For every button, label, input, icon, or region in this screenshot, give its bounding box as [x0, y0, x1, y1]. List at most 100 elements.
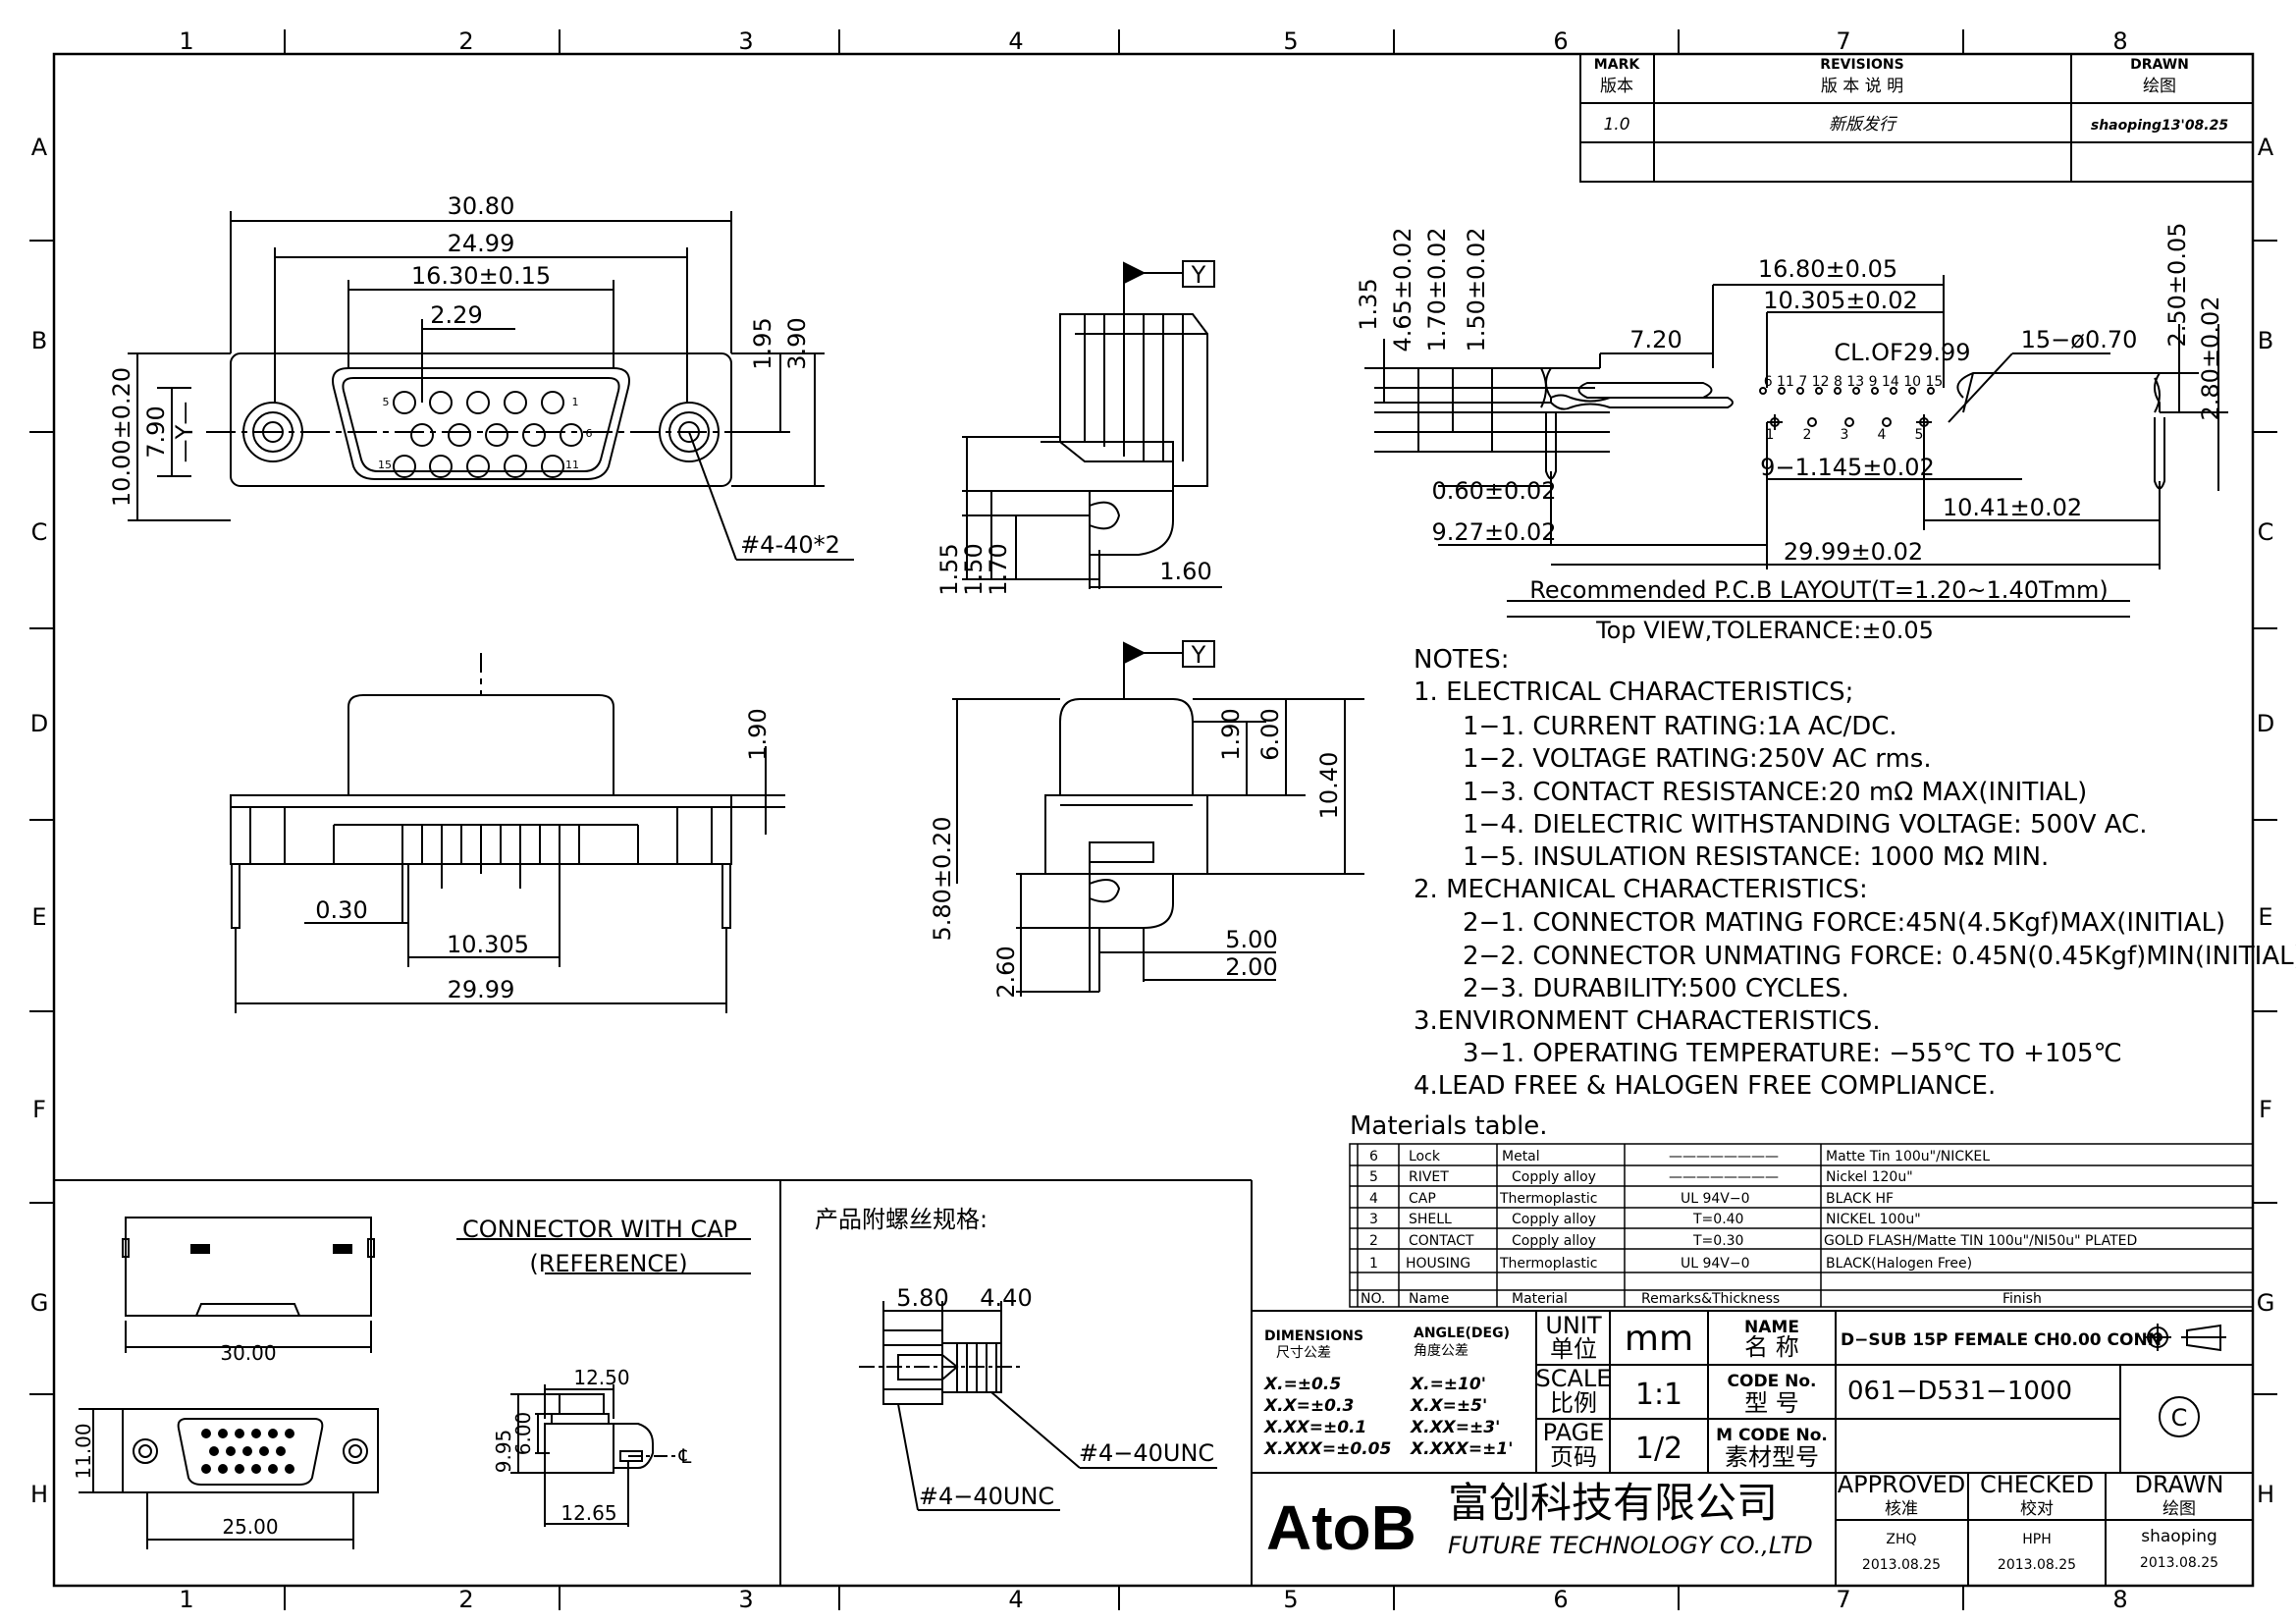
mat-cell: GOLD FLASH/Matte TIN 100u"/NI50u" PLATED [1824, 1233, 2137, 1249]
dim-label: 12.65 [561, 1501, 616, 1525]
revision-description: 新版发行 [1829, 115, 1898, 135]
drawn-label-cn: 绘图 [2143, 77, 2176, 96]
col-label: 7 [1836, 1586, 1850, 1613]
company-name-cn: 富创科技有限公司 [1448, 1479, 1778, 1527]
tolerance-angle: X.X=±5' [1410, 1396, 1487, 1416]
mat-cell: Nickel 120u" [1826, 1169, 1913, 1185]
mat-cell: Matte Tin 100u"/NICKEL [1826, 1149, 1990, 1164]
datum-label: —Y— [171, 402, 198, 463]
dim-label: 2.00 [1225, 953, 1277, 981]
page-label-cn: 页码 [1550, 1443, 1597, 1471]
mat-cell: HOUSING [1406, 1256, 1470, 1272]
mat-cell: NICKEL 100u" [1826, 1212, 1921, 1227]
cap-subtitle: (REFERENCE) [529, 1250, 687, 1277]
col-label: 7 [1836, 27, 1850, 55]
row-label: D [2257, 710, 2274, 737]
mcode-label-cn: 素材型号 [1725, 1443, 1819, 1471]
dim-label: 1.35 [1355, 278, 1382, 330]
dim-label: 7.90 [142, 406, 170, 458]
dim-label: 10.00±0.20 [108, 367, 135, 507]
col-label: 2 [458, 1586, 473, 1613]
mat-cell: 4 [1369, 1191, 1378, 1207]
note-line: 2. MECHANICAL CHARACTERISTICS: [1414, 875, 1868, 904]
centerline-symbol: ℄ [678, 1444, 692, 1468]
mat-cell: ———————— [1669, 1169, 1779, 1185]
drawn-label: DRAWN [2135, 1471, 2224, 1498]
pin-number: 6 [586, 427, 593, 440]
dim-label: 5.00 [1225, 926, 1277, 953]
dim-label: 25.00 [222, 1515, 278, 1539]
angle-label-cn: 角度公差 [1414, 1343, 1468, 1359]
unit-value: mm [1625, 1319, 1693, 1359]
mat-cell: Thermoplastic [1499, 1256, 1597, 1272]
mat-cell: BLACK HF [1826, 1191, 1894, 1207]
dim-label: 24.99 [448, 230, 515, 257]
row-label: E [2258, 903, 2272, 931]
mat-cell: CONTACT [1409, 1233, 1474, 1249]
mat-cell: 1 [1369, 1256, 1378, 1272]
col-label: 8 [2112, 27, 2127, 55]
checked-label-cn: 校对 [2020, 1499, 2054, 1519]
approved-date: 2013.08.25 [1862, 1557, 1941, 1573]
mat-cell: T=0.40 [1692, 1212, 1743, 1227]
col-label: 1 [179, 27, 193, 55]
code-value: 061−D531−1000 [1847, 1377, 2072, 1406]
revision-mark: 1.0 [1603, 115, 1629, 135]
dim-label: 6.00 [511, 1412, 535, 1456]
note-line: 1−4. DIELECTRIC WITHSTANDING VOLTAGE: 50… [1463, 810, 2148, 839]
dim-label: 30.00 [220, 1341, 276, 1365]
dim-label: 9.27±0.02 [1432, 518, 1557, 546]
row-label: H [30, 1481, 48, 1508]
dim-label: 16.30±0.15 [411, 262, 551, 290]
dim-label: 1.95 [749, 317, 776, 369]
row-label: G [30, 1289, 49, 1317]
unit-label: UNIT [1545, 1312, 1602, 1339]
dim-label: 30.80 [448, 192, 515, 220]
dim-label: 15−ø0.70 [2021, 326, 2138, 353]
approved-by: ZHQ [1886, 1532, 1916, 1547]
dim-label: 6.00 [1256, 708, 1284, 760]
col-label: 3 [738, 1586, 753, 1613]
drawn-label-cn: 绘图 [2163, 1499, 2196, 1519]
pin-number: 3 [1841, 427, 1849, 443]
angle-label: ANGLE(DEG) [1414, 1326, 1510, 1341]
dim-label: 12.50 [573, 1366, 629, 1389]
note-line: 1−3. CONTACT RESISTANCE:20 mΩ MAX(INITIA… [1463, 778, 2087, 807]
pin-number: 2 [1803, 427, 1812, 443]
col-label: 1 [179, 1586, 193, 1613]
dim-label: CL.OF29.99 [1834, 339, 1970, 366]
dim-label: 29.99 [448, 976, 515, 1003]
scale-value: 1:1 [1635, 1378, 1682, 1412]
checked-label: CHECKED [1980, 1471, 2094, 1498]
row-label: B [2258, 327, 2273, 354]
dim-label: #4−40UNC [1079, 1439, 1214, 1467]
dim-label: 1.70±0.02 [1423, 228, 1451, 352]
dim-label: 5.80 [896, 1284, 948, 1312]
note-line: 1−2. VOLTAGE RATING:250V AC rms. [1463, 744, 1932, 774]
pin-number: 5 [1915, 427, 1924, 443]
drawn-date: 2013.08.25 [2140, 1555, 2218, 1571]
dim-label: 9−1.145±0.02 [1760, 454, 1935, 481]
mat-cell: ———————— [1669, 1149, 1779, 1164]
pcb-layout: 6 11 7 12 8 13 9 14 10 15 1 2 3 4 5 1.35… [1355, 223, 2228, 644]
dim-label: 10.41±0.02 [1943, 494, 2082, 521]
dim-label: 1.70 [985, 543, 1012, 595]
pin-number: 5 [383, 396, 390, 408]
row-label: A [2258, 134, 2274, 161]
dim-label: 2.60 [992, 946, 1020, 998]
mat-cell: 2 [1369, 1233, 1378, 1249]
mat-cell: SHELL [1409, 1212, 1452, 1227]
unit-label-cn: 单位 [1550, 1335, 1597, 1363]
mat-header: Remarks&Thickness [1641, 1291, 1780, 1307]
dim-label: 4.40 [980, 1284, 1032, 1312]
row-label: C [2258, 518, 2274, 546]
mark-label: MARK [1594, 57, 1641, 73]
page-label: PAGE [1543, 1419, 1605, 1446]
dim-label: 10.305±0.02 [1763, 287, 1918, 314]
row-label: A [31, 134, 48, 161]
notes-heading: NOTES: [1414, 645, 1510, 675]
dim-label: 29.99±0.02 [1784, 538, 1923, 566]
dim-label: 16.80±0.05 [1758, 255, 1897, 283]
col-label: 5 [1283, 1586, 1298, 1613]
